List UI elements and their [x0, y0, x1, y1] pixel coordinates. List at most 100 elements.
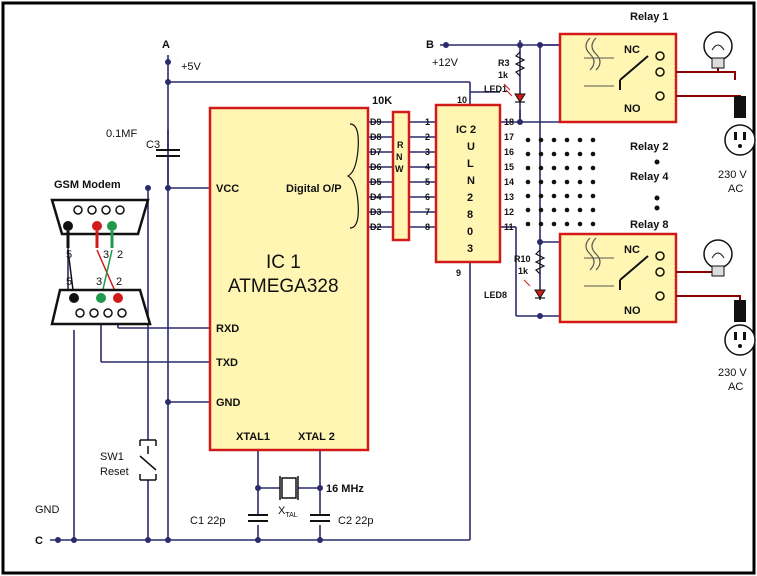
gsm-bottom-pin-2: 2	[116, 276, 122, 288]
ic2-name: IC 2	[456, 124, 476, 136]
led1-icon	[514, 93, 526, 103]
gsm-pin-red-top	[92, 221, 102, 231]
relay8-title: Relay 8	[630, 219, 669, 231]
gsm-modem: GSM Modem 5 3 2 5 3 2	[50, 179, 152, 326]
plus12v-label: +12V	[432, 57, 459, 69]
gsm-pin-red-bottom	[113, 293, 123, 303]
plug-icon	[724, 96, 756, 156]
gsm-top-pin-3: 3	[103, 249, 109, 261]
ic2-letter-6: 0	[467, 226, 473, 238]
bulb-icon	[703, 31, 733, 69]
ic2-body	[434, 103, 502, 264]
ic1-pin-vcc: VCC	[216, 183, 239, 195]
ic2-pin-8: 8	[425, 222, 430, 232]
relay1-nc-label: NC	[624, 44, 640, 56]
crystal-frequency: 16 MHz	[326, 483, 364, 495]
ic2-pin-7: 7	[425, 207, 430, 217]
c3-value: 0.1MF	[106, 128, 137, 140]
relay2-label: Relay 2	[630, 141, 669, 153]
ic2-pin-3: 3	[425, 147, 430, 157]
gsm-top-pin-2: 2	[117, 249, 123, 261]
ic2-pin-11: 11	[504, 222, 514, 232]
ic2-pin-10: 10	[457, 95, 467, 105]
plug-icon	[724, 300, 756, 356]
rnw-value: 10K	[372, 95, 392, 107]
r3-value: 1k	[498, 70, 509, 80]
ic2-letter-1: U	[467, 141, 475, 153]
ac-bottom-voltage: 230 V	[718, 367, 747, 379]
gsm-bottom-pin-3: 3	[96, 276, 102, 288]
junction-dots	[55, 42, 543, 543]
led8-label: LED8	[484, 290, 507, 300]
ic1-pin-d6: D6	[370, 162, 382, 172]
ac-top-voltage: 230 V	[718, 169, 747, 181]
resistor-network: 10K R N W	[372, 95, 411, 242]
rnw-letter-n: N	[396, 152, 403, 162]
ic2-pin-16: 16	[504, 147, 514, 157]
reset-switch: SW1 Reset	[100, 439, 157, 481]
relay1-no-label: NO	[624, 103, 641, 115]
c1-label: C1 22p	[190, 515, 225, 527]
capacitor-c3: 0.1MF C3	[106, 128, 180, 188]
crystal-name: X	[278, 505, 286, 517]
ic1-digital-pins: D9 D8 D7 D6 D5 D4 D3 D2	[370, 117, 382, 232]
gnd-label: GND	[35, 504, 60, 516]
ic2-letter-3: N	[467, 175, 475, 187]
ic1-atmega328: VCC RXD TXD GND XTAL1 XTAL 2 IC 1 ATMEGA…	[208, 106, 382, 452]
r10-value: 1k	[518, 266, 529, 276]
ic2-pin-15: 15	[504, 162, 514, 172]
ic1-pin-xtal2: XTAL 2	[298, 431, 335, 443]
ic1-body	[208, 106, 370, 452]
ic2-letter-2: L	[467, 158, 474, 170]
r3-label: R3	[498, 58, 510, 68]
relay1-body	[558, 32, 678, 124]
plus5v-label: +5V	[181, 61, 202, 73]
c2-label: C2 22p	[338, 515, 373, 527]
node-b-label: B	[426, 39, 434, 51]
ic2-letter-4: 2	[467, 192, 473, 204]
ic1-pin-d7: D7	[370, 147, 382, 157]
sw1-label: SW1	[100, 451, 124, 463]
ic1-pin-rxd: RXD	[216, 323, 239, 335]
c3-name: C3	[146, 139, 160, 151]
rnw-body	[391, 110, 411, 242]
gsm-pin-black-bottom	[69, 293, 79, 303]
ic2-pin-14: 14	[504, 177, 514, 187]
svg-text:XTAL: XTAL	[278, 505, 298, 519]
ic2-pin-2: 2	[425, 132, 430, 142]
ic2-letter-7: 3	[467, 243, 473, 255]
crystal-oscillator: 16 MHz XTAL C1 22p C2 22p	[190, 476, 373, 527]
ic1-pin-d3: D3	[370, 207, 382, 217]
ic1-pin-txd: TXD	[216, 357, 238, 369]
ic1-part: ATMEGA328	[228, 276, 339, 297]
sw1-reset-label: Reset	[100, 466, 129, 478]
crystal-icon	[281, 477, 297, 499]
ic2-pin-17: 17	[504, 132, 514, 142]
gsm-pin-black-top	[63, 221, 73, 231]
ic2-pin-18: 18	[504, 117, 514, 127]
gsm-bottom-pin-5: 5	[66, 276, 72, 288]
ic2-pin-5: 5	[425, 177, 430, 187]
gsm-pin-green-bottom	[96, 293, 106, 303]
ic1-name: IC 1	[266, 252, 301, 273]
rnw-letter-w: W	[395, 164, 404, 174]
relay8-no-label: NO	[624, 305, 641, 317]
ic2-letter-5: 8	[467, 209, 473, 221]
node-c-label: C	[35, 535, 43, 547]
ic1-pin-gnd: GND	[216, 397, 241, 409]
ac-bottom-unit: AC	[728, 381, 743, 393]
led1-label: LED1	[484, 84, 507, 94]
bulb-icon	[703, 239, 733, 277]
ic1-pin-d8: D8	[370, 132, 382, 142]
relay4-label: Relay 4	[630, 171, 669, 183]
ic1-pin-d2: D2	[370, 222, 382, 232]
ac-top-unit: AC	[728, 183, 743, 195]
ic2-pin-4: 4	[425, 162, 430, 172]
ic2-pin-9: 9	[456, 268, 461, 278]
ic2-pin-6: 6	[425, 192, 430, 202]
r10-label: R10	[514, 254, 531, 264]
ic2-uln2803: IC 2 U L N 2 8 0 3 1 2 3 4 5 6 7 8 18 17…	[425, 95, 514, 278]
gsm-pin-green-top	[107, 221, 117, 231]
